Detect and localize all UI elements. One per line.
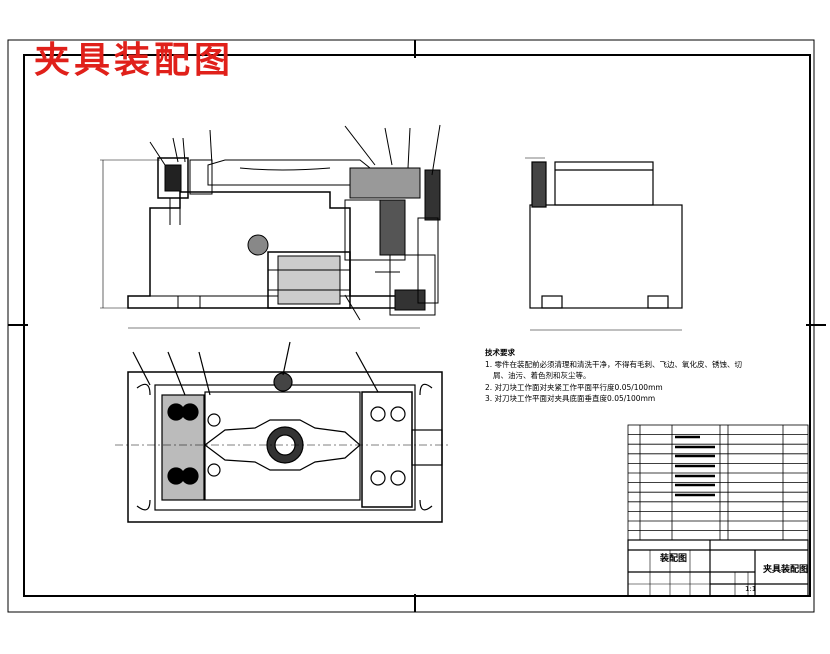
- requirement-line: 屑、油污、着色剂和灰尘等。: [493, 371, 591, 380]
- front-view: [100, 124, 441, 329]
- technical-requirements: 技术要求 1. 零件在装配前必须清理和清洗干净，不得有毛刺、飞边、氧化皮、锈蚀、…: [485, 347, 815, 405]
- title-block-material: 装配图: [660, 554, 688, 564]
- centering-marks: [8, 40, 826, 612]
- technical-requirements-heading: 技术要求: [485, 348, 515, 357]
- title-block-scale: 1:1: [745, 585, 757, 593]
- requirement-line: 1. 零件在装配前必须清理和清洗干净，不得有毛刺、飞边、氧化皮、锈蚀、切: [485, 359, 743, 369]
- drawing-title: 夹具装配图: [34, 39, 235, 81]
- title-block-drawing-name: 夹具装配图: [763, 565, 809, 575]
- requirement-line: 2. 对刀块工作面对夹紧工作平面平行度0.05/100mm: [485, 382, 663, 392]
- top-view: [115, 341, 450, 523]
- drawing-frame: [23, 54, 811, 597]
- requirement-line: 3. 对刀块工作平面对夹具底面垂直度0.05/100mm: [485, 394, 656, 403]
- title-block: [627, 539, 809, 597]
- side-view: [525, 157, 683, 331]
- bom-table: [627, 424, 809, 541]
- outer-border: [7, 39, 815, 613]
